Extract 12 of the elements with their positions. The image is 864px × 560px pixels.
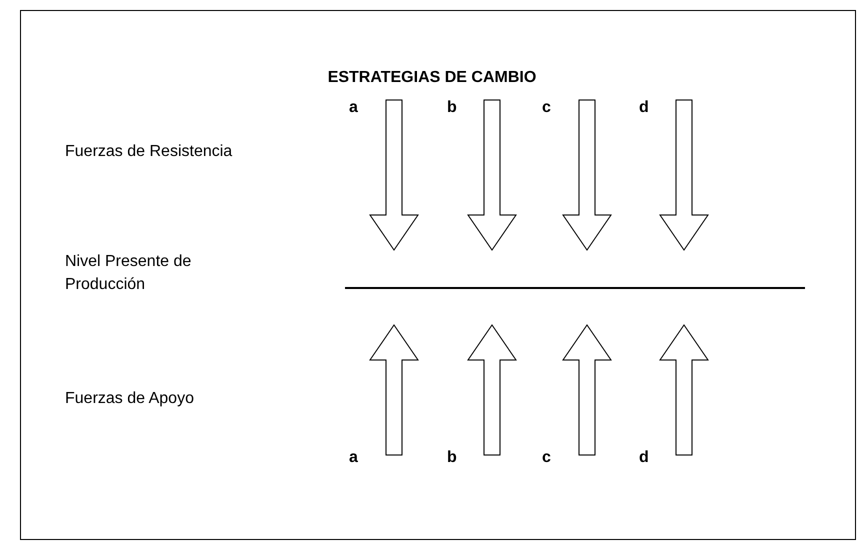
strategy-letter: a [349, 98, 358, 118]
strategy-letter: c [542, 448, 551, 468]
strategy-letter: d [639, 448, 649, 468]
row-label: Fuerzas de Resistencia [65, 142, 232, 162]
row-label: Fuerzas de Apoyo [65, 389, 194, 409]
strategy-letter: b [447, 448, 457, 468]
diagram-title: ESTRATEGIAS DE CAMBIO [326, 68, 538, 88]
strategy-letter: b [447, 98, 457, 118]
strategy-letter: d [639, 98, 649, 118]
strategy-letter: c [542, 98, 551, 118]
strategy-letter: a [349, 448, 358, 468]
row-label: Nivel Presente de Producción [65, 252, 192, 295]
